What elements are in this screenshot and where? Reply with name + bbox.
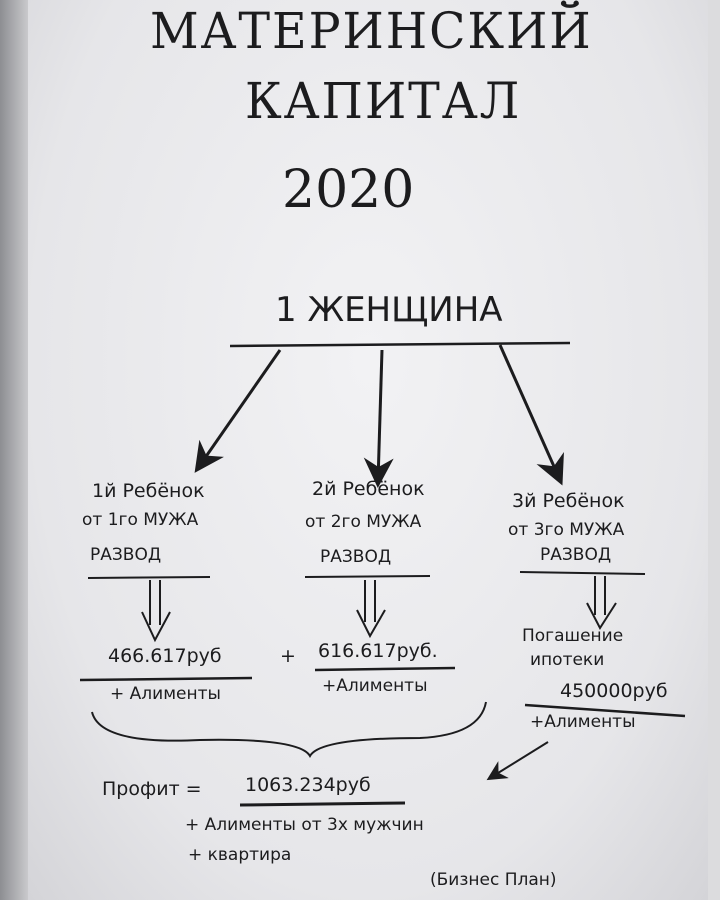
amount-2-underline <box>314 666 456 672</box>
branch-2-child: 2й Ребёнок <box>312 478 425 500</box>
arrow-to-branch-1 <box>194 349 282 473</box>
root-node-woman: 1 ЖЕНЩИНА <box>275 290 503 330</box>
title-year: 2020 <box>282 160 415 220</box>
title-line-2: КАПИТАЛ <box>245 72 522 130</box>
amount-3-underline <box>524 703 686 718</box>
root-underline <box>229 341 571 348</box>
paper-shadow-edge <box>0 0 28 900</box>
branch-1-event: РАЗВОД <box>90 545 162 565</box>
branch-3-father: от 3го МУЖА <box>508 520 625 540</box>
branch-3-child: 3й Ребёнок <box>512 490 625 512</box>
branch-3-amount: 450000руб <box>560 680 668 702</box>
plus-sign: + <box>280 645 296 667</box>
branch-2-underline <box>304 575 431 578</box>
arrow-to-branch-3 <box>498 344 564 486</box>
double-arrow-1 <box>141 580 171 643</box>
sum-brace <box>91 701 487 759</box>
branch-2-extra: +Алименты <box>322 676 428 696</box>
profit-apartment-line: + квартира <box>188 845 292 865</box>
double-arrow-2 <box>356 580 386 639</box>
title-line-1: МАТЕРИНСКИЙ <box>150 2 593 60</box>
branch-2-event: РАЗВОД <box>320 547 392 567</box>
branch-3-underline <box>519 571 646 575</box>
branch-1-amount: 466.617руб <box>108 645 222 667</box>
arrow-mortgage-to-profit <box>486 741 549 781</box>
branch-3-event: РАЗВОД <box>540 545 612 565</box>
profit-underline <box>239 801 406 807</box>
paper-sheet <box>28 0 708 900</box>
profit-amount: 1063.234руб <box>245 774 371 796</box>
profit-label: Профит = <box>102 778 202 800</box>
amount-1-underline <box>79 676 253 682</box>
branch-1-underline <box>87 576 211 579</box>
branch-1-father: от 1го МУЖА <box>82 510 199 530</box>
branch-1-child: 1й Ребёнок <box>92 480 205 502</box>
branch-3-payoff-line1: Погашение <box>522 626 624 646</box>
branch-3-payoff-line2: ипотеки <box>530 650 605 670</box>
business-plan-note: (Бизнес План) <box>430 870 557 890</box>
branch-3-extra: +Алименты <box>530 712 636 732</box>
arrow-to-branch-2 <box>363 349 394 488</box>
branch-1-extra: + Алименты <box>110 684 221 704</box>
profit-alimony-line: + Алименты от 3х мужчин <box>185 815 424 835</box>
branch-2-father: от 2го МУЖА <box>305 512 422 532</box>
branch-2-amount: 616.617руб. <box>318 640 438 662</box>
double-arrow-3 <box>586 576 617 630</box>
